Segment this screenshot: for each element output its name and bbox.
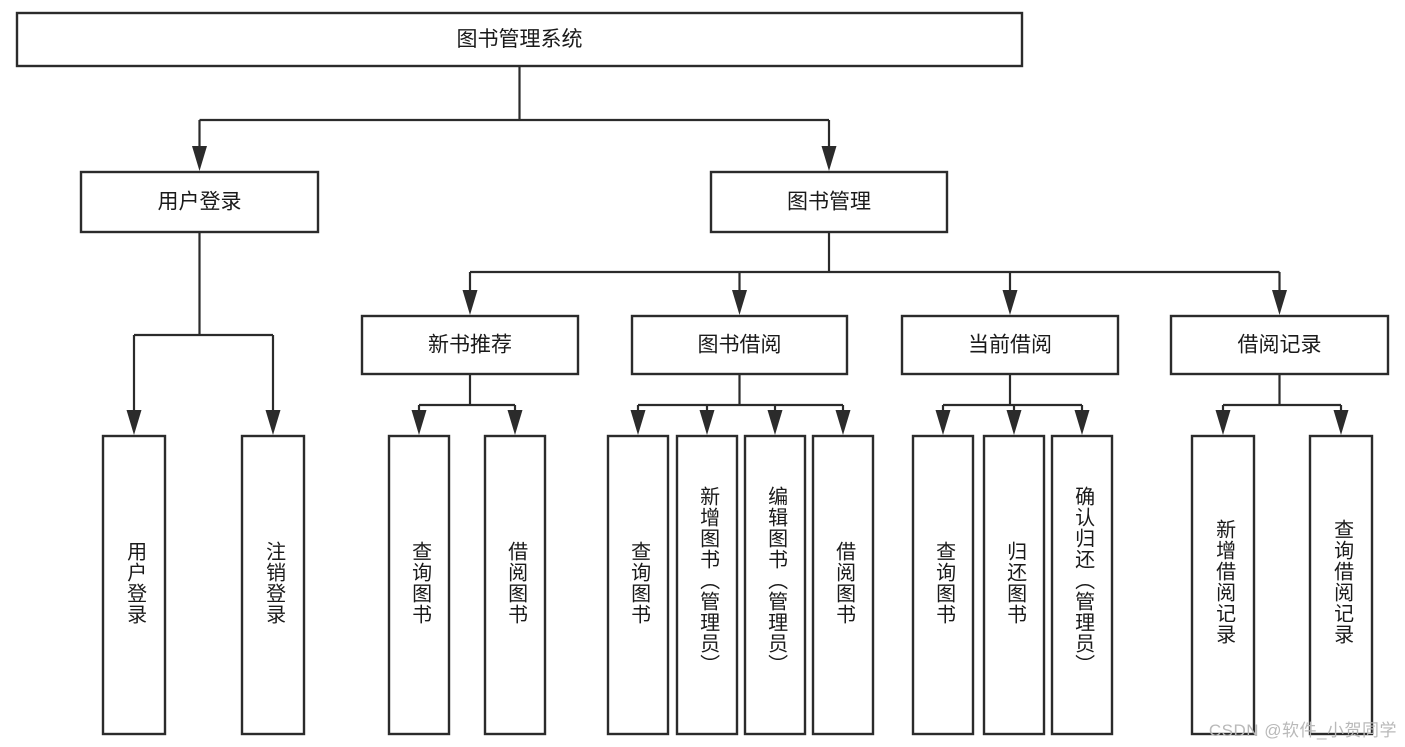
node-box[interactable] [911, 434, 975, 736]
node-box[interactable] [101, 434, 167, 736]
arrow-head-icon [935, 410, 951, 435]
node-leaf_0[interactable] [101, 434, 167, 736]
node-label: 新书推荐 [428, 334, 512, 357]
node-label: 用户登录 [158, 191, 242, 214]
node-leaf_4[interactable] [606, 434, 670, 736]
node-box[interactable] [1050, 434, 1114, 736]
node-label: 图书借阅 [698, 334, 782, 357]
connector-layer [126, 66, 1349, 435]
node-box[interactable] [630, 314, 849, 376]
node-box[interactable] [1190, 434, 1256, 736]
node-leaf_5[interactable] [675, 434, 739, 736]
node-label: 当前借阅 [968, 334, 1052, 357]
arrow-head-icon [1002, 290, 1018, 315]
arrow-head-icon [1272, 290, 1287, 315]
node-label: 图书管理 [787, 191, 871, 214]
node-l1_0[interactable]: 用户登录 [79, 170, 320, 234]
node-label: 借阅记录 [1238, 334, 1322, 357]
arrow-head-icon [192, 146, 207, 171]
node-leaf_7[interactable] [811, 434, 875, 736]
arrow-head-icon [265, 410, 281, 435]
arrow-head-icon [835, 410, 851, 435]
node-box[interactable] [15, 11, 1024, 68]
arrow-head-icon [767, 410, 783, 435]
node-box[interactable] [1308, 434, 1374, 736]
node-label: 图书管理系统 [457, 28, 583, 51]
node-leaf_8[interactable] [911, 434, 975, 736]
node-box[interactable] [709, 170, 949, 234]
arrow-head-icon [411, 410, 427, 435]
node-box[interactable] [1169, 314, 1390, 376]
node-l2_3[interactable]: 借阅记录 [1169, 314, 1390, 376]
arrow-head-icon [1074, 410, 1090, 435]
node-leaf_2[interactable] [387, 434, 451, 736]
node-leaf_1[interactable] [240, 434, 306, 736]
node-box[interactable] [743, 434, 807, 736]
node-box[interactable] [360, 314, 580, 376]
node-l1_1[interactable]: 图书管理 [709, 170, 949, 234]
node-box[interactable] [982, 434, 1046, 736]
node-leaf_12[interactable] [1308, 434, 1374, 736]
node-leaf_9[interactable] [982, 434, 1046, 736]
arrow-head-icon [126, 410, 142, 435]
node-box[interactable] [606, 434, 670, 736]
node-box[interactable] [387, 434, 451, 736]
watermark-label: CSDN @软件_小贺同学 [1208, 721, 1397, 740]
node-box[interactable] [483, 434, 547, 736]
arrow-head-icon [507, 410, 523, 435]
node-root[interactable]: 图书管理系统 [15, 11, 1024, 68]
node-box[interactable] [900, 314, 1120, 376]
arrow-head-icon [1333, 410, 1349, 435]
node-box[interactable] [675, 434, 739, 736]
arrow-head-icon [1215, 410, 1231, 435]
node-box[interactable] [240, 434, 306, 736]
node-leaf_10[interactable] [1050, 434, 1114, 736]
node-l2_2[interactable]: 当前借阅 [900, 314, 1120, 376]
node-l2_0[interactable]: 新书推荐 [360, 314, 580, 376]
node-l2_1[interactable]: 图书借阅 [630, 314, 849, 376]
arrow-head-icon [630, 410, 646, 435]
node-leaf_3[interactable] [483, 434, 547, 736]
node-box[interactable] [811, 434, 875, 736]
node-box[interactable] [79, 170, 320, 234]
arrow-head-icon [462, 290, 478, 315]
node-leaf_6[interactable] [743, 434, 807, 736]
node-leaf_11[interactable] [1190, 434, 1256, 736]
arrow-head-icon [732, 290, 747, 315]
arrow-head-icon [1006, 410, 1022, 435]
arrow-head-icon [821, 146, 837, 171]
arrow-head-icon [699, 410, 715, 435]
